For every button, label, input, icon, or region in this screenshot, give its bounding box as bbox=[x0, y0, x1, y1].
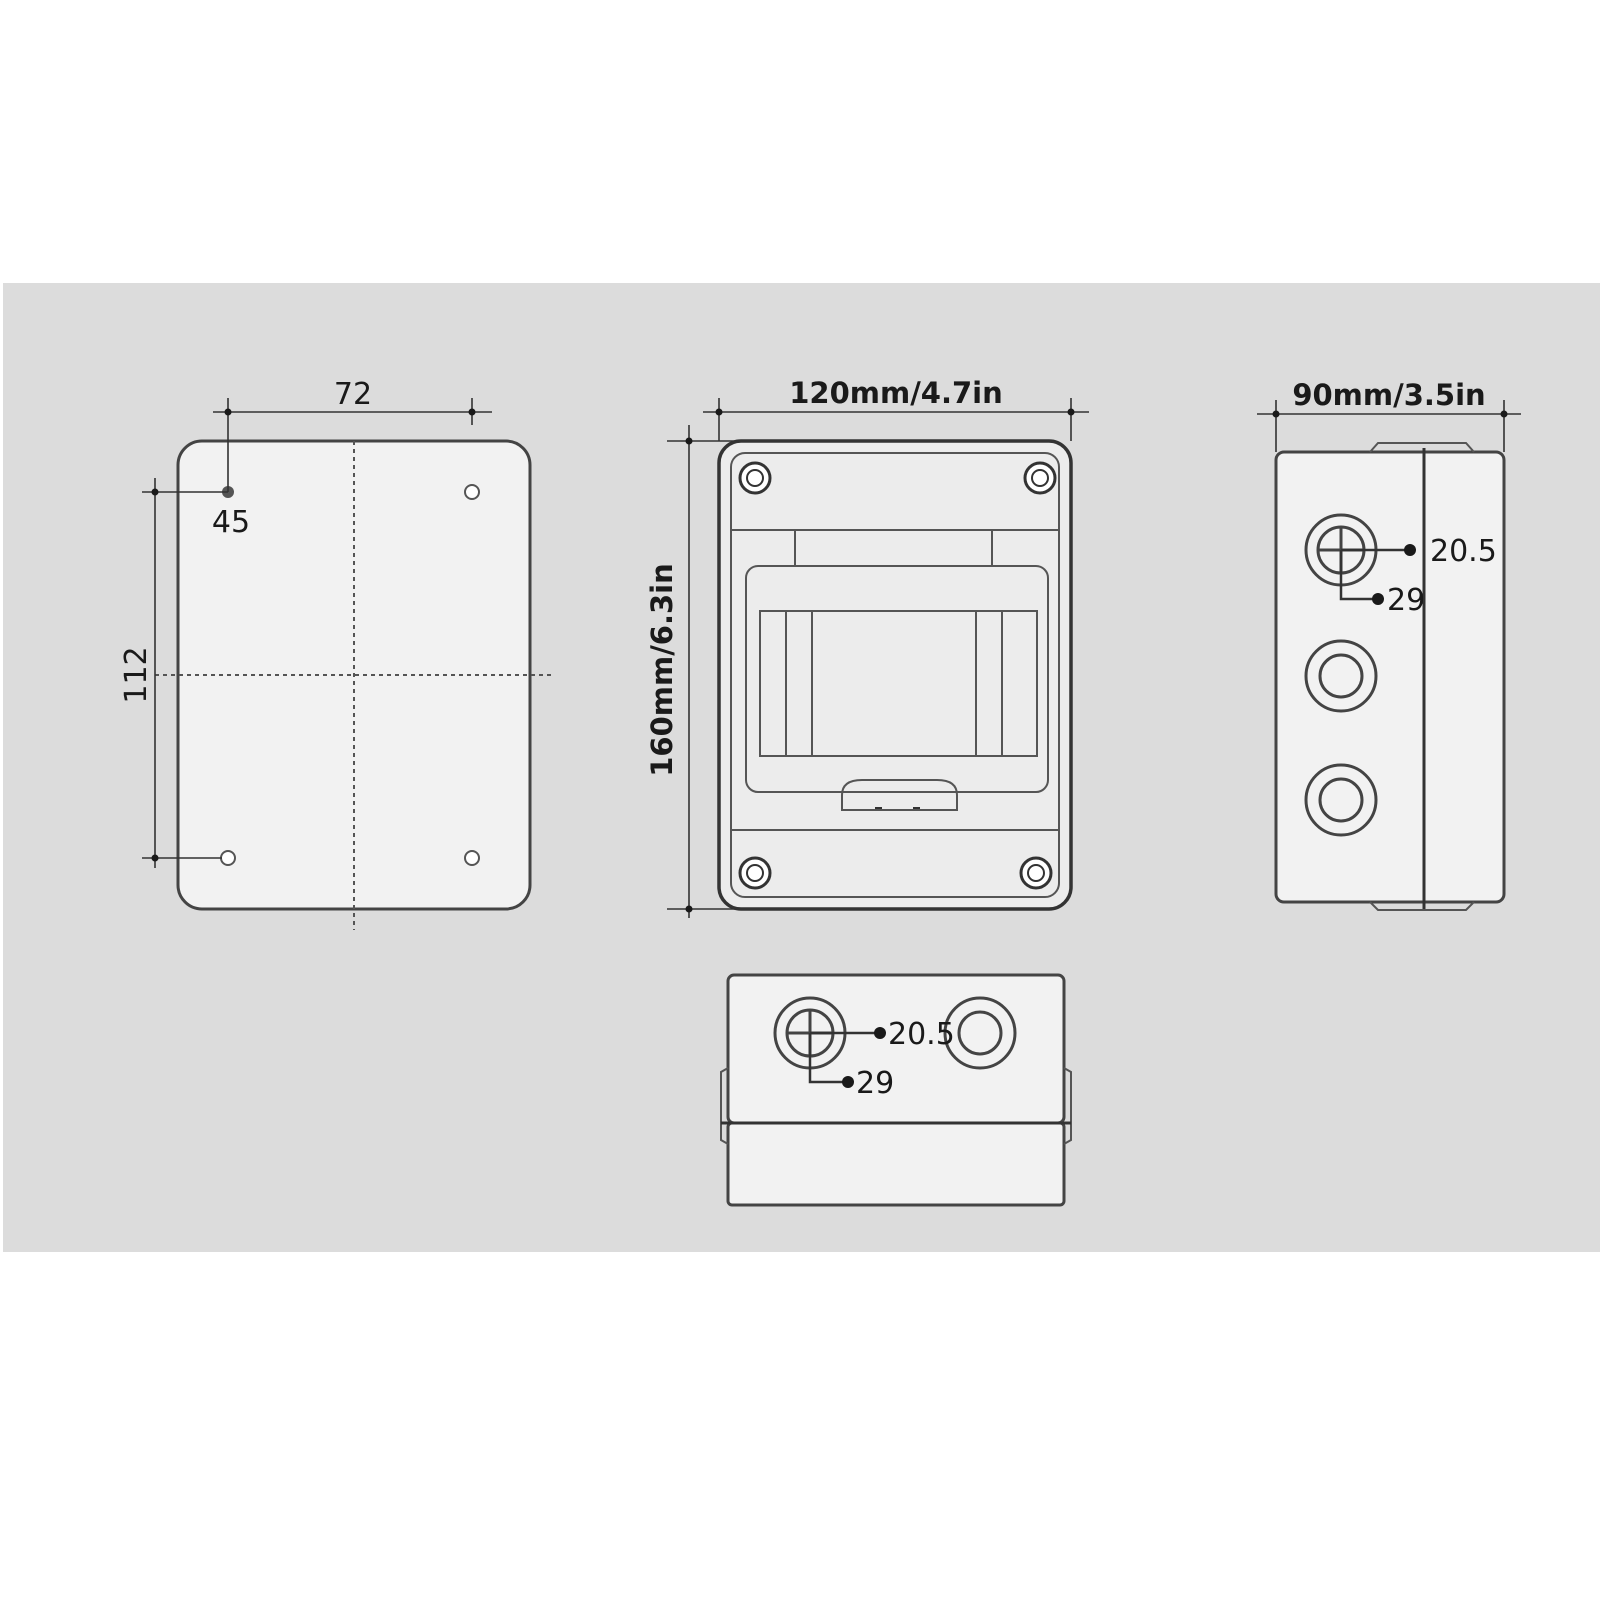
side-leader-20-5-dot bbox=[1404, 544, 1416, 556]
side-leader-29-dot bbox=[1372, 593, 1384, 605]
front-width-label: 120mm/4.7in bbox=[789, 376, 1003, 410]
front-screw-top-right bbox=[1023, 461, 1057, 495]
back-width-label: 72 bbox=[334, 377, 372, 412]
front-inner-frame bbox=[730, 452, 1060, 898]
bottom-knockout-inner-label: 20.5 bbox=[888, 1017, 955, 1052]
front-height-arrow-top bbox=[685, 437, 693, 445]
front-outer-frame bbox=[717, 439, 1073, 911]
front-view: 120mm/4.7in 160mm/6.3in bbox=[645, 376, 1089, 918]
side-lid-top-tab bbox=[1369, 442, 1475, 453]
side-width-arrow-right bbox=[1500, 410, 1508, 418]
front-latch bbox=[841, 779, 958, 811]
bottom-view: 20.5 29 bbox=[720, 973, 1072, 1207]
mounting-hole-bottom-right bbox=[464, 850, 480, 866]
bottom-knockout-outer-label: 29 bbox=[856, 1066, 894, 1101]
side-knockout-middle bbox=[1304, 639, 1378, 713]
back-height-arrow-top bbox=[151, 488, 159, 496]
bottom-knockout-right bbox=[943, 996, 1017, 1070]
front-width-arrow-left bbox=[715, 408, 723, 416]
bottom-leader-29 bbox=[808, 1033, 848, 1084]
side-lid-bottom-tab bbox=[1369, 901, 1475, 911]
back-width-arrow-right bbox=[468, 408, 476, 416]
bottom-right-tab bbox=[1063, 1067, 1072, 1145]
back-height-label: 112 bbox=[119, 646, 154, 703]
side-body bbox=[1274, 450, 1506, 904]
back-width-arrow-left bbox=[224, 408, 232, 416]
mounting-hole-top-right bbox=[464, 484, 480, 500]
side-view: 20.5 29 90mm/3.5in bbox=[1257, 378, 1521, 911]
front-width-arrow-right bbox=[1067, 408, 1075, 416]
side-knockout-bottom bbox=[1304, 763, 1378, 837]
side-leader-29 bbox=[1339, 550, 1378, 601]
back-hole-label: 45 bbox=[212, 505, 250, 540]
front-screw-bottom-left bbox=[738, 856, 772, 890]
back-height-arrow-bottom bbox=[151, 854, 159, 862]
front-screw-bottom-right bbox=[1019, 856, 1053, 890]
mounting-hole-bottom-left bbox=[220, 850, 236, 866]
front-height-label: 160mm/6.3in bbox=[645, 563, 679, 777]
bottom-leader-29-dot bbox=[842, 1076, 854, 1088]
side-knockout-outer-label: 29 bbox=[1387, 583, 1425, 618]
back-view: 72 112 45 bbox=[119, 377, 552, 930]
side-width-label: 90mm/3.5in bbox=[1292, 378, 1485, 412]
side-width-arrow-left bbox=[1272, 410, 1280, 418]
bottom-leader-20-5-dot bbox=[874, 1027, 886, 1039]
front-breaker-cover bbox=[745, 565, 1049, 793]
bottom-body-lower bbox=[726, 1121, 1066, 1207]
bottom-left-tab bbox=[720, 1067, 729, 1145]
front-screw-top-left bbox=[738, 461, 772, 495]
front-breaker-window bbox=[759, 610, 1038, 757]
front-height-arrow-bottom bbox=[685, 905, 693, 913]
side-knockout-inner-label: 20.5 bbox=[1430, 534, 1497, 569]
